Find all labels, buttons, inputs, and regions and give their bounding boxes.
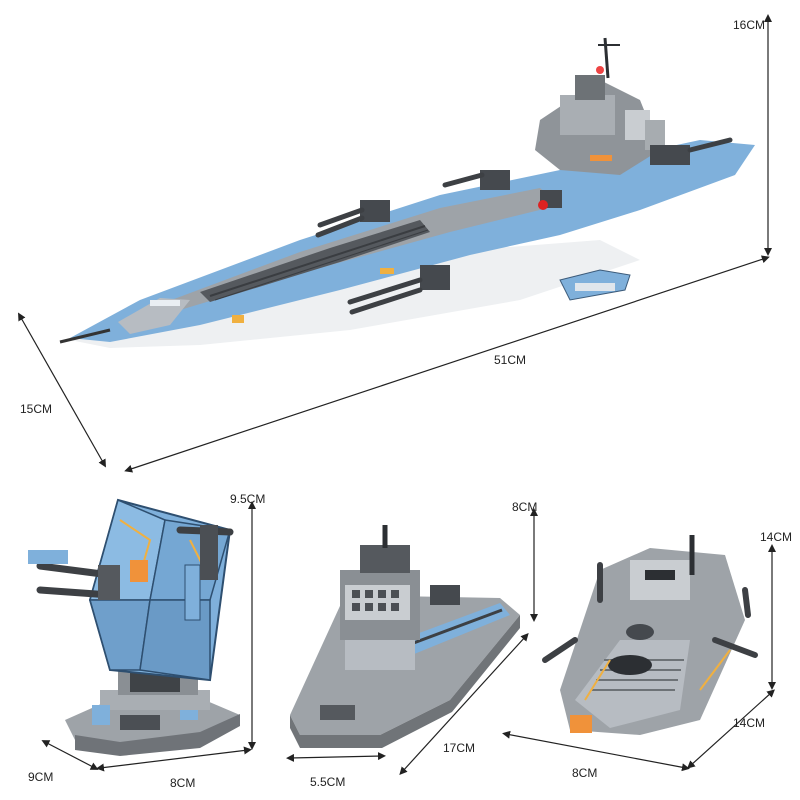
- carrier-height-label: 8CM: [512, 500, 538, 514]
- main-length-label: 51CM: [494, 353, 527, 367]
- turret-height-label: 9.5CM: [230, 492, 266, 506]
- carrier-dimension-arrows: [286, 508, 538, 775]
- carrier-model: [290, 525, 520, 748]
- gunboat-height-label: 14CM: [760, 530, 793, 544]
- main-width-label: 15CM: [20, 402, 53, 416]
- gunboat-length-label: 14CM: [733, 716, 766, 730]
- turret-model: [28, 498, 240, 756]
- gunboat-width-label: 8CM: [572, 766, 598, 780]
- gunboat-model: [542, 535, 758, 735]
- main-height-label: 16CM: [733, 18, 766, 32]
- main-dimension-arrows: [18, 14, 772, 473]
- turret-dimension-arrows: [41, 501, 256, 772]
- battleship-model: [59, 37, 755, 348]
- turret-width-label: 9CM: [28, 770, 54, 784]
- carrier-length-label: 17CM: [443, 741, 476, 755]
- gunboat-dimension-arrows: [502, 544, 776, 772]
- turret-length-label: 8CM: [170, 776, 196, 790]
- carrier-width-label: 5.5CM: [310, 775, 346, 789]
